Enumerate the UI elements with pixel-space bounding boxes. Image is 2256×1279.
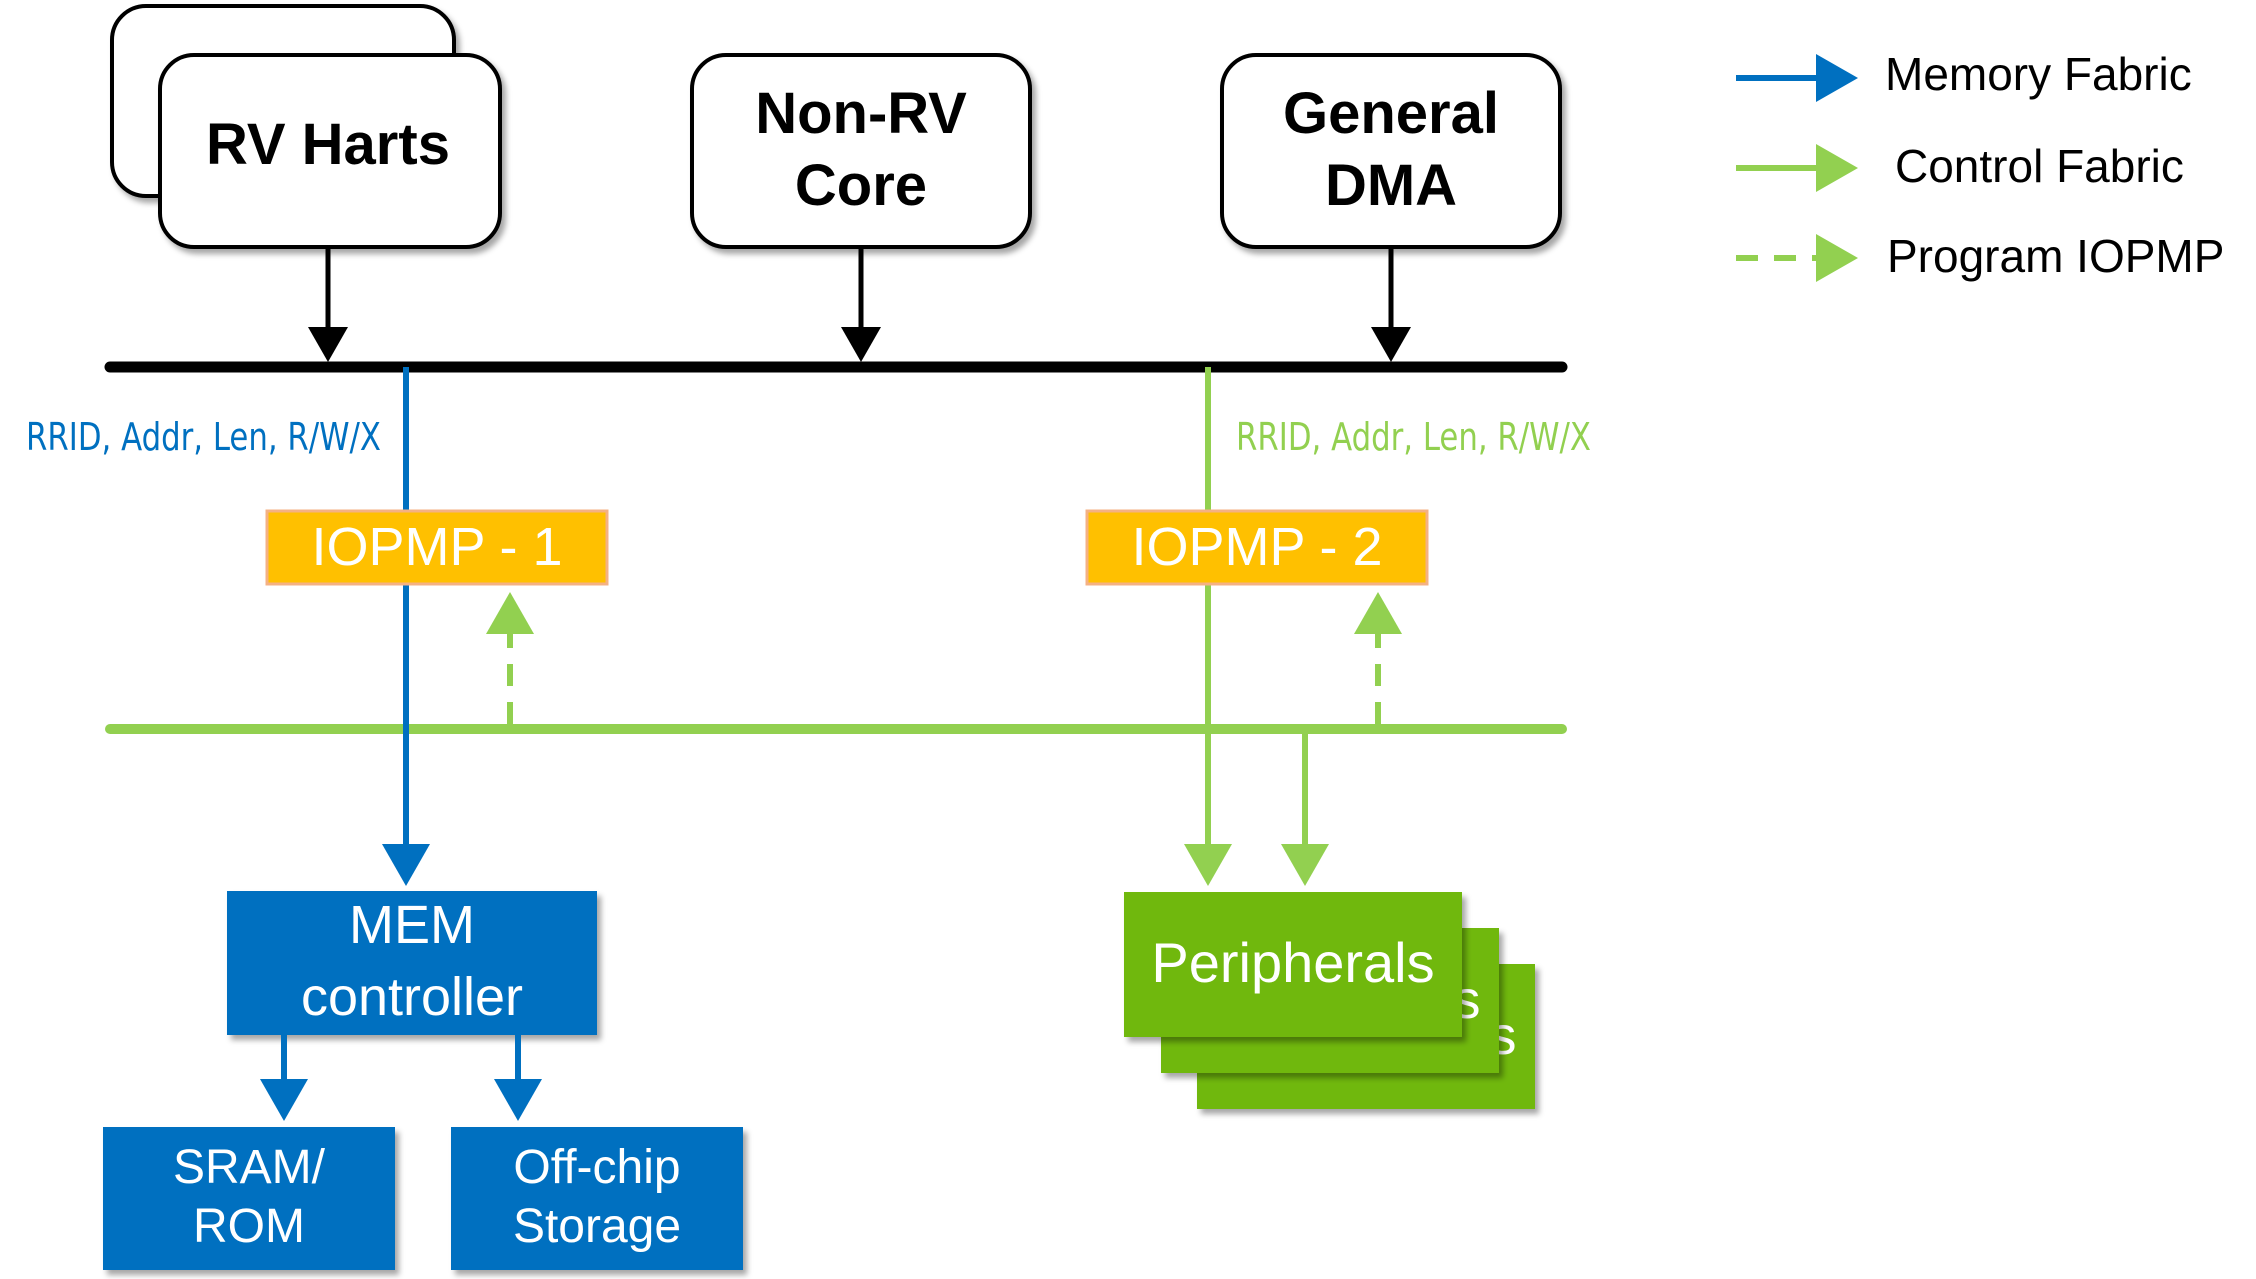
legend-control-fabric-label: Control Fabric [1895,140,2184,192]
general-dma: General DMA [1220,53,1562,249]
sram-rom: SRAM/ ROM [103,1127,395,1270]
iopmp-1-box [265,509,609,586]
mem-controller-label-line1: MEM [349,895,475,955]
non-rv-core-label-line1: Non-RV [755,81,967,146]
sram-rom-label-line1: SRAM/ [173,1141,326,1194]
mem-controller-box [227,891,597,1035]
peripherals-label: Peripherals [1151,931,1434,994]
sram-rom-label-line2: ROM [193,1200,305,1253]
general-dma-label-line2: DMA [1325,153,1457,218]
legend-memory-fabric-label: Memory Fabric [1885,48,2192,100]
off-chip-storage-label-line1: Off-chip [513,1141,680,1194]
iopmp-2-label: IOPMP - 2 [1131,517,1382,577]
off-chip-storage-label-line2: Storage [513,1200,681,1253]
off-chip-storage: Off-chip Storage [451,1127,743,1270]
legend-program-iopmp-label: Program IOPMP [1887,230,2224,282]
iopmp-1: IOPMP - 1 [265,509,609,586]
non-rv-core: Non-RV Core [690,53,1032,249]
rv-harts-label: RV Harts [206,112,450,177]
general-dma-label-line1: General [1283,81,1499,146]
non-rv-core-label-line2: Core [795,153,927,218]
iopmp-1-label: IOPMP - 1 [311,517,562,577]
legend: Memory Fabric Control Fabric Program IOP… [1736,48,2224,282]
sram-rom-box [103,1127,395,1270]
peripheral-card-front [1124,892,1462,1037]
signal-label-right: RRID, Addr, Len, R/W/X [1236,415,1591,459]
mem-controller-label-line2: controller [301,967,523,1027]
signal-label-left: RRID, Addr, Len, R/W/X [26,415,381,459]
iopmp-2-box [1085,509,1429,586]
peripherals-stack: s s Peripherals [1124,892,1535,1109]
rv-harts-stack: RV Harts [110,4,502,249]
iopmp-2: IOPMP - 2 [1085,509,1429,586]
off-chip-storage-box [451,1127,743,1270]
mem-controller: MEM controller [227,891,597,1035]
